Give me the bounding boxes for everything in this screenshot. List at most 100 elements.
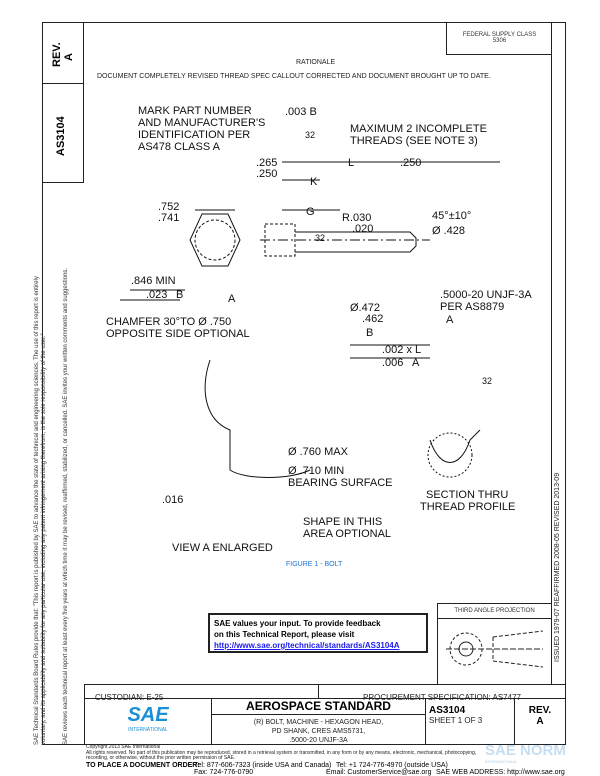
procurement-cell: PROCUREMENT SPECIFICATION: AS7477: [318, 684, 566, 702]
doc-number-vertical: AS3104: [55, 116, 67, 156]
order-label: TO PLACE A DOCUMENT ORDER:: [86, 761, 200, 769]
projection-label: THIRD ANGLE PROJECTION: [438, 604, 551, 619]
bearing-surface: BEARING SURFACE: [288, 477, 393, 489]
sae-logo-sub: INTERNATIONAL: [128, 727, 168, 733]
dim-G: G: [306, 206, 315, 218]
mark-note-3: IDENTIFICATION PER: [138, 129, 250, 141]
radius-030: R.030: [342, 212, 371, 224]
third-angle-projection-symbol: [446, 630, 544, 668]
dim-L: L: [348, 157, 354, 169]
title-line-2: PD SHANK, CRES AMS5731,: [271, 728, 366, 735]
dim-741: .741: [158, 212, 179, 224]
doc-number-cell: AS3104: [42, 83, 84, 183]
watermark-sub: INTERNATIONAL: [485, 759, 518, 764]
dim-846: .846 MIN: [131, 275, 176, 287]
view-a-enlarged: VIEW A ENLARGED: [172, 542, 273, 554]
dia-472: Ø.472: [350, 302, 380, 314]
figure-caption: FIGURE 1 - BOLT: [286, 561, 343, 568]
title-line-3: .5000-20 UNJF-3A: [289, 737, 348, 744]
feedback-link[interactable]: http://www.sae.org/technical/standards/A…: [214, 641, 400, 650]
feedback-box: SAE values your input. To provide feedba…: [208, 613, 428, 653]
feedback-line-2: on this Technical Report, please visit: [214, 630, 355, 639]
watermark: SAE NORM INTERNATIONAL: [485, 742, 566, 764]
rev-value: A: [63, 53, 75, 61]
dia-710: Ø .710 MIN: [288, 465, 344, 477]
bolt-drawing: MARK PART NUMBER AND MANUFACTURER'S IDEN…: [106, 105, 532, 568]
section-1: SECTION THRU: [426, 489, 508, 501]
rationale-text: DOCUMENT COMPLETELY REVISED THREAD SPEC …: [97, 73, 491, 80]
history-strip: ISSUED 1979-07 REAFFIRMED 2008-05 REVISE…: [551, 22, 566, 684]
perpendicularity: .003 B: [285, 106, 317, 118]
rights-2: recording, or otherwise, without the pri…: [86, 755, 236, 761]
doc-number: AS3104: [429, 705, 466, 716]
radius-020: .020: [352, 223, 373, 235]
aerospace-standard: AEROSPACE STANDARD: [212, 699, 425, 715]
rev-block-label: REV.: [528, 705, 552, 716]
thread-1: .5000-20 UNJF-3A: [440, 289, 532, 301]
copyright: Copyright 2013 SAE International: [86, 744, 161, 750]
disclaimer-2: voluntary, and its applicability and sui…: [41, 333, 47, 745]
datum-A: A: [446, 314, 454, 326]
rev-block: REV. A: [514, 698, 566, 745]
angle: 45°±10°: [432, 210, 471, 222]
sae-logo: SAE: [127, 704, 169, 726]
custodian: CUSTODIAN: E-25: [95, 693, 164, 702]
custodian-cell: CUSTODIAN: E-25: [84, 684, 319, 702]
title-line-1: (R) BOLT, MACHINE - HEXAGON HEAD,: [253, 719, 384, 726]
finish-1: 32: [305, 130, 315, 140]
dim-752: .752: [158, 201, 179, 213]
procurement-spec: PROCUREMENT SPECIFICATION: AS7477: [363, 693, 521, 702]
hex-head-outline: [189, 213, 241, 267]
revision-history: ISSUED 1979-07 REAFFIRMED 2008-05 REVISE…: [554, 472, 561, 662]
rev-cell: REV. A: [42, 22, 84, 84]
ref-B: B: [176, 289, 183, 301]
title-cell: AEROSPACE STANDARD (R) BOLT, MACHINE - H…: [211, 698, 426, 745]
footer: Copyright 2013 SAE International All rig…: [86, 744, 566, 776]
tol-2-ref: A: [412, 357, 420, 369]
email: Email: CustomerService@sae.org: [326, 768, 432, 776]
view-A-label: A: [228, 293, 236, 305]
dim-250a: .250: [256, 168, 277, 180]
shape-2: AREA OPTIONAL: [303, 528, 391, 540]
shape-1: SHAPE IN THIS: [303, 516, 382, 528]
dim-462: .462: [362, 313, 383, 325]
chamfer-2: OPPOSITE SIDE OPTIONAL: [106, 328, 250, 340]
rights: All rights reserved. No part of this pub…: [86, 749, 477, 756]
rev-block-value: A: [536, 716, 544, 727]
dim-016: .016: [162, 494, 183, 506]
rationale-title: RATIONALE: [296, 59, 336, 66]
mark-note-4: AS478 CLASS A: [138, 141, 221, 153]
watermark-text: SAE NORM: [485, 742, 566, 759]
datum-B: B: [366, 327, 373, 339]
dia-760: Ø .760 MAX: [288, 446, 349, 458]
mark-note-2: AND MANUFACTURER'S: [138, 117, 265, 129]
tel-1: Tel: 877-606-7323 (inside USA and Canada…: [194, 761, 332, 769]
web-address[interactable]: SAE WEB ADDRESS: http://www.sae.org: [436, 768, 565, 776]
chamfer-circle: [194, 219, 236, 261]
feedback-line-1: SAE values your input. To provide feedba…: [214, 619, 381, 628]
fsc-label: FEDERAL SUPPLY CLASS: [462, 32, 537, 38]
tel-2: Tel: +1 724-776-4970 (outside USA): [336, 761, 448, 769]
view-a-outline: [204, 359, 311, 478]
tol-1: .002 x L: [382, 344, 421, 356]
dim-265: .265: [256, 157, 277, 169]
mark-note-1: MARK PART NUMBER: [138, 105, 252, 117]
projection-box: THIRD ANGLE PROJECTION: [437, 603, 552, 685]
sheet-number: SHEET 1 OF 3: [429, 716, 483, 725]
rev-label: REV.: [51, 42, 63, 67]
finish-2: 32: [315, 233, 325, 243]
section-2: THREAD PROFILE: [420, 501, 515, 513]
disclaimer-3: SAE reviews each technical report at lea…: [63, 267, 69, 745]
thread-2: PER AS8879: [440, 301, 504, 313]
incomplete-1: MAXIMUM 2 INCOMPLETE: [350, 123, 487, 135]
fsc-box: FEDERAL SUPPLY CLASS 5306: [446, 22, 552, 55]
fsc-value: 5306: [492, 38, 507, 44]
dim-250b: .250: [400, 157, 421, 169]
bolt-shank: [295, 231, 417, 253]
disclaimer-1: SAE Technical Standards Board Rules prov…: [34, 276, 40, 745]
thread-profile: [429, 429, 481, 463]
finish-3: 32: [482, 376, 492, 386]
ref-023: .023: [146, 289, 167, 301]
chamfer-1: CHAMFER 30°TO Ø .750: [106, 316, 231, 328]
